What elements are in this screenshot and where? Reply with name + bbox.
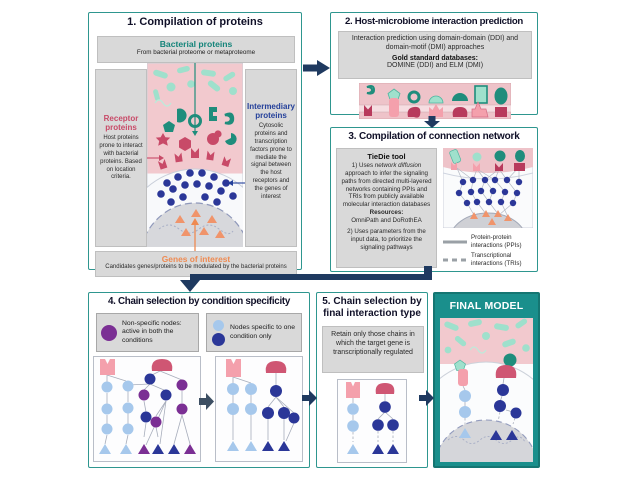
network-receptors — [449, 149, 525, 171]
interaction-illustration — [359, 83, 511, 119]
pink-receptor — [226, 359, 241, 377]
final-model-illustration — [440, 318, 533, 462]
red-receptor — [151, 359, 173, 371]
red-receptor — [265, 361, 287, 373]
filtered-network-panel — [215, 356, 303, 462]
step4-title: 4. Chain selection by condition specific… — [108, 296, 290, 307]
step5-description-text: Retain only those chains in which the ta… — [331, 331, 415, 357]
red-receptor — [375, 383, 395, 394]
tiedie-panel: TieDie tool 1) Uses network diffusion ap… — [336, 148, 437, 268]
nonspecific-legend: Non-specific nodes: active in both the c… — [96, 313, 199, 352]
network-svg — [443, 148, 533, 228]
darkblue-node-icon — [211, 332, 225, 346]
purple-node-icon — [101, 324, 117, 341]
specific-legend: Nodes specific to one condition only — [206, 313, 302, 352]
resources-value: OmniPath and DoRothEA — [351, 216, 422, 224]
nodes — [227, 383, 300, 424]
nodes — [459, 384, 522, 419]
filter-arrow-icon — [199, 393, 214, 410]
nodes — [101, 373, 188, 435]
microbes — [444, 318, 530, 354]
arrow-step4-to-step5-icon — [302, 390, 317, 406]
pink-receptor — [100, 359, 115, 375]
legend-ppi-label: Protein-protein interactions (PPIs) — [471, 234, 522, 249]
triangles — [347, 444, 399, 454]
intermediary-proteins-heading: Intermediary proteins — [246, 102, 296, 121]
network-nodes — [455, 176, 523, 207]
receptor-proteins-heading: Receptor proteins — [103, 114, 139, 133]
tiedie-point2: 2) Uses parameters from the input data, … — [347, 228, 426, 251]
edges — [232, 373, 295, 442]
final-model-box: FINAL MODEL — [433, 292, 540, 468]
lightblue-node-icon — [212, 319, 224, 331]
step2-box: 2. Host-microbiome interaction predictio… — [330, 12, 538, 119]
step2-title: 2. Host-microbiome interaction predictio… — [344, 16, 523, 27]
step2-description: Interaction prediction using domain-doma… — [338, 31, 532, 79]
cell-diagram-svg — [147, 63, 243, 247]
intermediary-dots — [157, 169, 237, 206]
tiedie-point1: 1) Uses network diffusion approach to in… — [341, 162, 432, 209]
microbe-flagellum — [154, 99, 172, 107]
gold-standard-label: Gold standard databases: — [392, 54, 478, 62]
final-model-svg — [440, 318, 533, 462]
step3-title: 3. Compilation of connection network — [348, 131, 520, 142]
bacterial-proteins-subtitle: From bacterial proteome or metaproteome — [136, 49, 256, 56]
bacterial-proteins-label: Bacterial proteins From bacterial proteo… — [97, 36, 295, 63]
ddi-dmi-svg — [359, 83, 511, 119]
network-gene-triangles — [470, 210, 512, 225]
step5-description: Retain only those chains in which the ta… — [322, 326, 424, 373]
receptor-proteins-panel: Receptor proteins Host proteins prone to… — [95, 69, 147, 247]
arrow-step5-to-final-icon — [419, 390, 434, 406]
specific-legend-label: Nodes specific to one condition only — [230, 324, 295, 340]
intermediary-proteins-body: Cytosolic proteins and transcription fac… — [250, 123, 292, 200]
gold-standard-value: DOMINE (DDI) and ELM (DMI) — [386, 61, 484, 69]
tiedie-heading: TieDie tool — [367, 152, 406, 161]
step5-title: 5. Chain selection by final interaction … — [322, 296, 422, 319]
legend-ppi: Protein-protein interactions (PPIs) — [443, 234, 537, 250]
step2-description-text: Interaction prediction using domain-doma… — [351, 35, 519, 51]
step4-box: 4. Chain selection by condition specific… — [88, 292, 310, 468]
triangles — [459, 428, 518, 440]
full-network-panel — [93, 356, 201, 462]
final-chains-svg — [346, 382, 399, 454]
full-network-svg — [99, 359, 196, 454]
resources-label: Resources: — [369, 208, 404, 216]
nonspecific-legend-label: Non-specific nodes: active in both the c… — [122, 319, 182, 344]
bacterial-proteins-heading: Bacterial proteins — [159, 39, 233, 49]
connector-step3-to-step4-icon — [180, 266, 432, 292]
gene-triangles — [175, 209, 225, 238]
step1-title: 1. Compilation of proteins — [127, 16, 263, 28]
step3-box: 3. Compilation of connection network Tie… — [330, 127, 538, 272]
receptor-complexes — [454, 353, 517, 386]
pink-receptor — [346, 382, 360, 398]
network-illustration — [443, 148, 533, 228]
filtered-network-svg — [226, 359, 300, 451]
membrane-receptors — [157, 148, 232, 170]
final-chains-panel — [337, 379, 407, 463]
step5-box: 5. Chain selection by final interaction … — [316, 292, 428, 468]
legend-tri-label: Transcriptional interactions (TRIs) — [471, 252, 522, 267]
dashed-line-icon — [443, 258, 467, 262]
triangles — [99, 444, 196, 454]
arrow-step1-to-step2-icon — [303, 60, 330, 76]
microbes — [153, 65, 237, 102]
genes-of-interest-heading: Genes of interest — [161, 254, 231, 264]
nodes — [347, 401, 399, 432]
edges — [104, 370, 191, 446]
receptor-proteins-body: Host proteins prone to interact with bac… — [99, 135, 143, 181]
legend-tri: Transcriptional interactions (TRIs) — [443, 252, 537, 268]
cell-illustration — [147, 63, 243, 247]
intermediary-proteins-panel: Intermediary proteins Cytosolic proteins… — [245, 69, 297, 247]
edges — [352, 394, 394, 442]
arrow-step2-to-step3-icon — [424, 116, 440, 128]
host-protein-shapes — [155, 130, 222, 151]
final-model-title: FINAL MODEL — [449, 300, 524, 312]
solid-line-icon — [443, 240, 467, 244]
genes-of-interest-body: Candidates genes/proteins to be modulate… — [105, 264, 287, 270]
step1-box: 1. Compilation of proteins Bacterial pro… — [88, 12, 302, 277]
triangles — [227, 441, 290, 451]
